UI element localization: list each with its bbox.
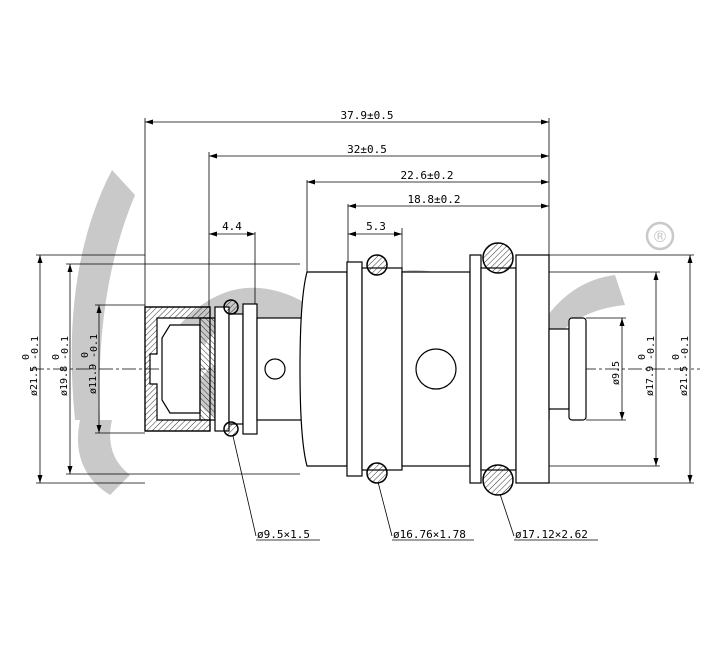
- pin-step: [548, 328, 570, 410]
- horizontal-dimensions: [144, 118, 550, 307]
- svg-text:-0.1: -0.1: [646, 336, 657, 360]
- dim-length-32: 32±0.5: [347, 143, 387, 156]
- svg-text:0: 0: [51, 354, 62, 360]
- o-ring-label-large: ø17.12×2.62: [515, 528, 588, 541]
- svg-text:ø21.5: ø21.5: [29, 366, 40, 396]
- svg-text:0: 0: [21, 354, 32, 360]
- svg-text:-0.1: -0.1: [680, 336, 691, 360]
- body-flange-right: [515, 254, 550, 484]
- registered-mark-text: ®: [652, 227, 668, 246]
- svg-text:0: 0: [671, 354, 682, 360]
- dimension-arrows: [145, 119, 549, 237]
- dim-right-d9-5: ø9.5: [611, 361, 622, 385]
- o-ring-small-top: [223, 299, 239, 315]
- body-port-hole: [415, 348, 457, 390]
- dim-length-22-6: 22.6±0.2: [401, 169, 454, 182]
- o-ring-leaders: [232, 435, 598, 541]
- o-ring-medium-top: [366, 254, 388, 276]
- dim-left-d21-5: ø21.5 0 -0.1: [21, 336, 41, 396]
- pin-end: [568, 317, 587, 421]
- dim-left-d19-8: ø19.8 0 -0.1: [51, 336, 71, 396]
- right-dimension-arrows: [619, 255, 693, 483]
- body-ring-1: [346, 261, 363, 477]
- o-ring-label-medium: ø16.76×1.78: [393, 528, 466, 541]
- body-left-taper: [299, 271, 348, 467]
- dim-right-d21-5: ø21.5 0 -0.1: [671, 336, 691, 396]
- o-ring-medium-bottom: [366, 462, 388, 484]
- left-dimension-arrows: [37, 255, 102, 483]
- watermark-bracket-foot: [78, 420, 130, 495]
- filter-ring-hatched: [199, 317, 216, 421]
- left-vertical-dimensions: [36, 254, 300, 484]
- dim-left-d11-9: ø11.9 0 -0.1: [80, 334, 100, 394]
- right-vertical-dimensions: [549, 254, 694, 484]
- svg-text:ø9.5: ø9.5: [611, 361, 622, 385]
- body-section-1: [361, 267, 403, 471]
- svg-text:-0.1: -0.1: [30, 336, 41, 360]
- dim-gap-5-3: 5.3: [366, 220, 386, 233]
- o-ring-large-top: [482, 242, 514, 274]
- watermark-bracket: [71, 170, 135, 420]
- flange-second: [242, 303, 258, 435]
- groove-left: [228, 313, 244, 425]
- flange-left: [214, 306, 230, 432]
- svg-text:ø19.8: ø19.8: [59, 366, 70, 396]
- body-ring-2: [469, 254, 482, 484]
- o-rings: [223, 242, 514, 496]
- svg-text:0: 0: [637, 354, 648, 360]
- svg-text:-0.1: -0.1: [89, 334, 100, 358]
- dim-gap-4-4: 4.4: [222, 220, 242, 233]
- svg-text:ø17.9: ø17.9: [645, 366, 656, 396]
- dim-right-d17-9: ø17.9 0 -0.1: [637, 336, 657, 396]
- o-ring-label-small: ø9.5×1.5: [257, 528, 310, 541]
- dim-overall-length: 37.9±0.5: [341, 109, 394, 122]
- o-ring-large-bottom: [482, 464, 514, 496]
- filter-inner: [161, 324, 201, 414]
- svg-text:0: 0: [80, 352, 91, 358]
- filter-cap-outline: [144, 306, 211, 432]
- stem-port-hole: [264, 358, 286, 380]
- dim-length-18-8: 18.8±0.2: [408, 193, 461, 206]
- registered-mark-icon: [645, 221, 675, 251]
- svg-text:ø21.5: ø21.5: [679, 366, 690, 396]
- svg-text:ø11.9: ø11.9: [88, 364, 99, 394]
- valve-part: [144, 254, 587, 484]
- body-section-3: [480, 267, 517, 471]
- svg-text:-0.1: -0.1: [60, 336, 71, 360]
- o-ring-small-bottom: [223, 421, 239, 437]
